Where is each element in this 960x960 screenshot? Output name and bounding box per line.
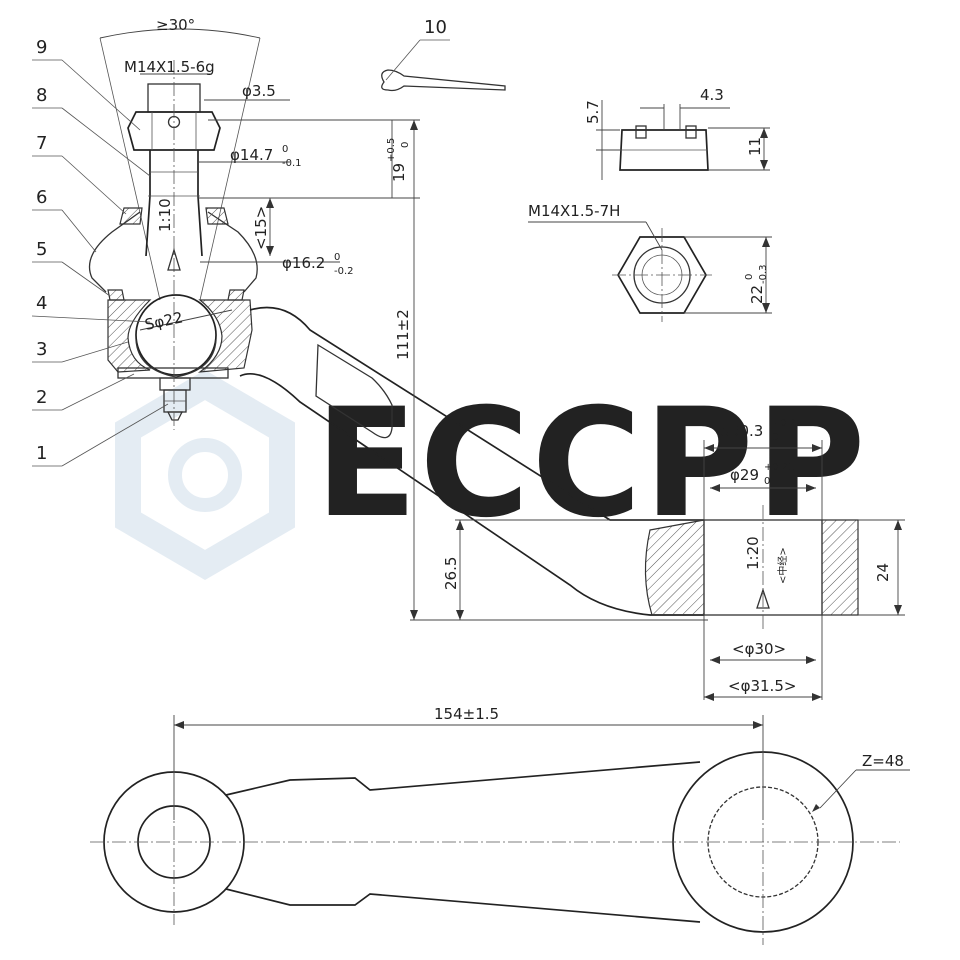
callout-10-label: 10 <box>424 17 447 38</box>
height-111-label: 111±2 <box>394 309 412 360</box>
ball-dia-label: Sφ22 <box>143 308 184 334</box>
callout-2: 2 <box>32 373 135 411</box>
nut-slot-depth-label: 5.7 <box>584 100 602 124</box>
callout-9: 9 <box>32 37 141 131</box>
callout-1: 1 <box>32 403 169 467</box>
watermark-text: ECCPP <box>315 377 868 551</box>
dimension-labels: ≥30° M14X1.5-6g φ3.5 φ14.7 0 -0.1 1:10 <… <box>124 16 904 770</box>
callout-4-label: 4 <box>36 293 47 314</box>
len-15-label: <15> <box>252 206 270 250</box>
height-26-5-label: 26.5 <box>442 557 460 590</box>
dia-29-label: φ29 <box>730 466 759 484</box>
castle-nut-side-view <box>596 100 770 180</box>
height-19-label: 19 <box>390 163 408 182</box>
callout-7-label: 7 <box>36 133 47 154</box>
thread-stud-label: M14X1.5-6g <box>124 58 215 76</box>
dia-29-tol-lower: 0 <box>764 476 770 487</box>
height-19-tol-lower: 0 <box>400 142 411 148</box>
boss-height-label: 24 <box>874 563 892 582</box>
dimension-lines <box>139 73 905 820</box>
dia-29-tol-upper: +0.21 <box>764 462 795 473</box>
pitman-arm-side-view <box>239 306 859 630</box>
dia-14-7-tol-lower: -0.1 <box>282 158 302 169</box>
nut-af-label: 22 <box>748 285 766 304</box>
dia-30-label: <φ30> <box>732 640 786 658</box>
taper-boss-label: 1:20 <box>744 536 762 570</box>
angle-label: ≥30° <box>156 16 195 34</box>
dia-30-3-tol-lower: 0 <box>772 432 778 443</box>
callout-1-label: 1 <box>36 443 47 464</box>
callout-10: 10 <box>385 17 450 81</box>
castle-nut-top-view <box>528 221 772 322</box>
callout-5: 5 <box>32 239 111 297</box>
part-callouts: 9 8 7 6 5 4 3 <box>31 17 450 467</box>
cotter-pin <box>381 69 506 92</box>
callout-9-label: 9 <box>36 37 47 58</box>
callout-6-label: 6 <box>36 187 47 208</box>
callout-5-label: 5 <box>36 239 47 260</box>
watermark: ECCPP <box>115 369 868 581</box>
ball-joint-section <box>88 28 261 430</box>
height-19-tol-upper: +0.5 <box>386 138 397 162</box>
dia-30-3-tol-upper: +0.25 <box>772 418 803 429</box>
dimension-arrowheads <box>174 120 902 812</box>
pitman-arm-plan-view <box>90 740 910 945</box>
dia-30-3-label: φ30.3 <box>720 422 763 440</box>
length-154-label: 154±1.5 <box>434 705 499 723</box>
nut-height-label: 11 <box>746 137 764 156</box>
callout-7: 7 <box>32 133 127 215</box>
spline-teeth-label: Z=48 <box>862 752 904 770</box>
nut-af-tol-lower: -0.3 <box>758 264 769 284</box>
callout-4: 4 <box>31 293 151 323</box>
thread-nut-label: M14X1.5-7H <box>528 202 620 220</box>
dia-14-7-label: φ14.7 <box>230 146 273 164</box>
taper-stud-label: 1:10 <box>156 198 174 232</box>
dia-16-2-label: φ16.2 <box>282 254 325 272</box>
dia-16-2-tol-lower: -0.2 <box>334 266 354 277</box>
dia-14-7-tol-upper: 0 <box>282 144 288 155</box>
taper-note-label: <中经> <box>776 547 789 584</box>
callout-8: 8 <box>32 85 151 177</box>
dia-31-5-label: <φ31.5> <box>728 677 796 695</box>
pin-hole-label: φ3.5 <box>242 82 276 100</box>
nut-slot-width-label: 4.3 <box>700 86 724 104</box>
dia-16-2-tol-upper: 0 <box>334 252 340 263</box>
callout-8-label: 8 <box>36 85 47 106</box>
callout-2-label: 2 <box>36 387 47 408</box>
callout-6: 6 <box>32 187 97 253</box>
callout-3-label: 3 <box>36 339 47 360</box>
watermark-logo-icon <box>115 369 295 581</box>
callout-3: 3 <box>32 339 129 363</box>
nut-af-tol-upper: 0 <box>744 274 755 280</box>
